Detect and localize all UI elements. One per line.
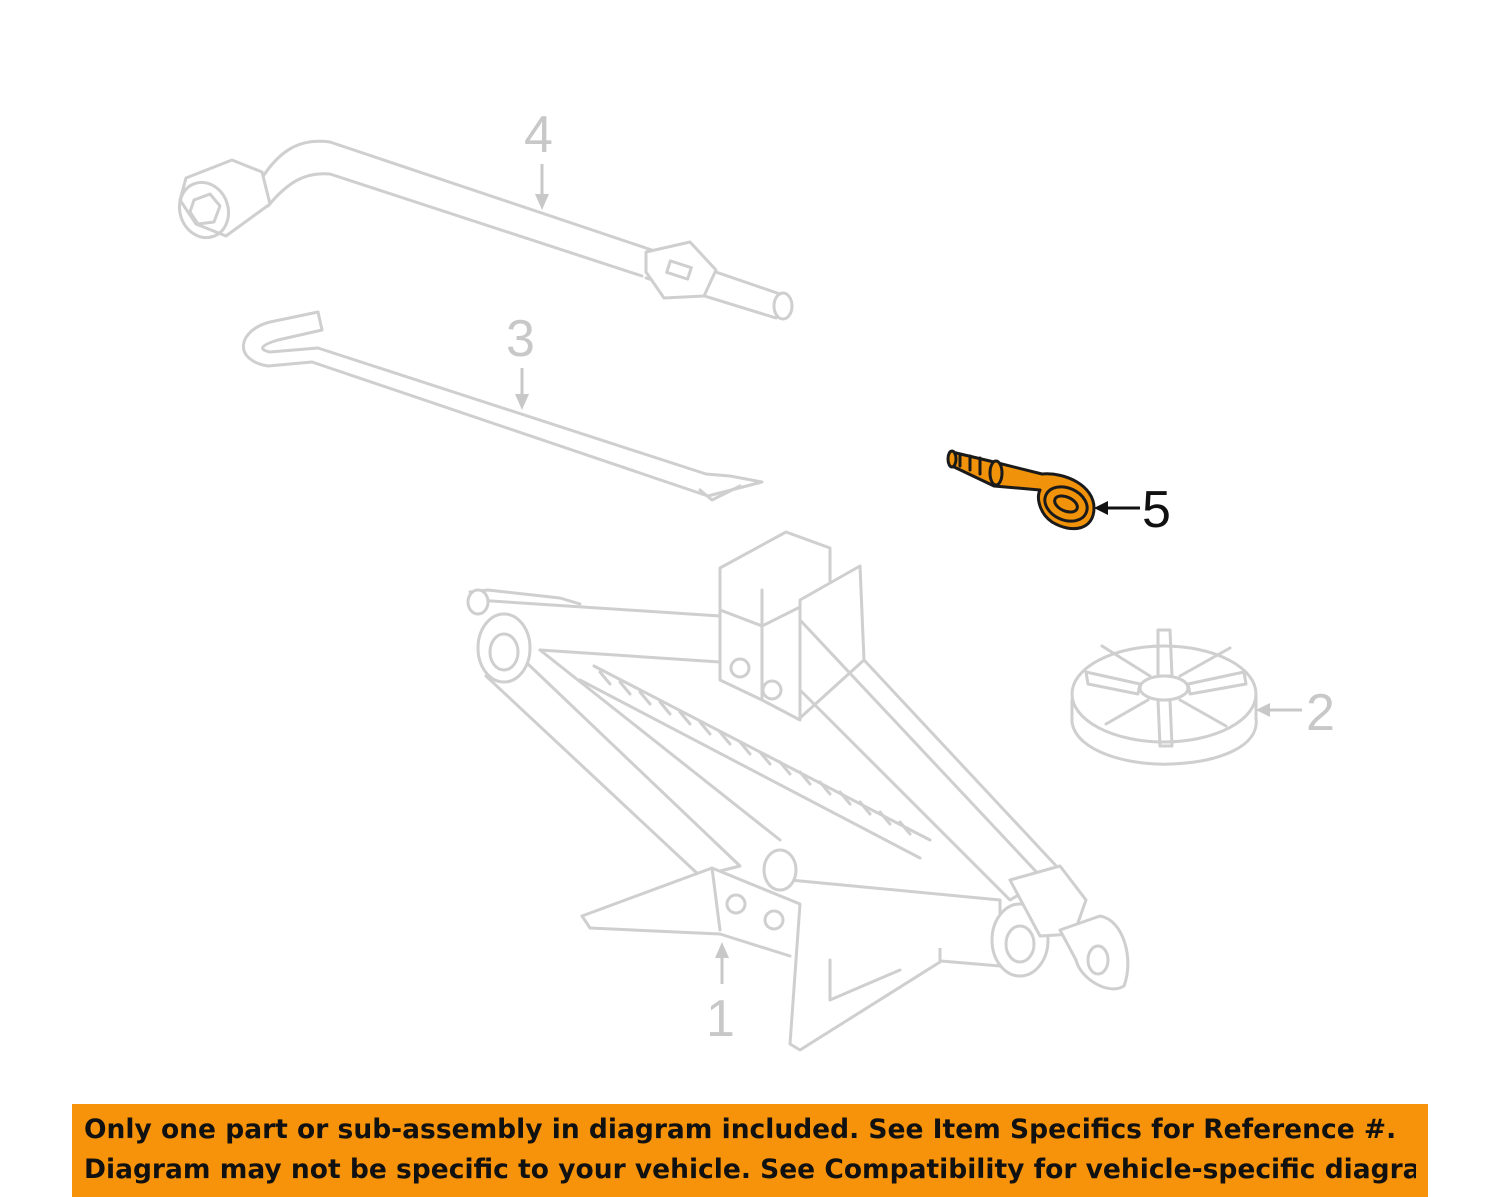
callout-2: 2: [1256, 684, 1335, 742]
lug-wrench-icon: [177, 139, 794, 321]
scissor-jack-icon: [466, 530, 1130, 1052]
disclaimer-banner: Only one part or sub-assembly in diagram…: [72, 1104, 1428, 1197]
tow-eye-hook-icon: [946, 449, 1096, 531]
callout-label-2: 2: [1306, 684, 1335, 742]
parts-diagram: 4 3 5: [177, 106, 1335, 1052]
disclaimer-line-1: Only one part or sub-assembly in diagram…: [84, 1114, 1397, 1145]
jack-handle-icon: [241, 310, 764, 502]
jack-base-pad-icon: [1070, 628, 1258, 766]
callout-1: 1: [706, 942, 735, 1048]
callout-4: 4: [524, 106, 553, 210]
disclaimer-line-2: Diagram may not be specific to your vehi…: [84, 1154, 1416, 1185]
callout-3: 3: [506, 310, 535, 410]
callout-label-1: 1: [706, 990, 735, 1048]
callout-label-3: 3: [506, 310, 535, 368]
callout-5: 5: [1094, 481, 1171, 539]
callout-label-4: 4: [524, 106, 553, 164]
callout-label-5: 5: [1142, 481, 1171, 539]
